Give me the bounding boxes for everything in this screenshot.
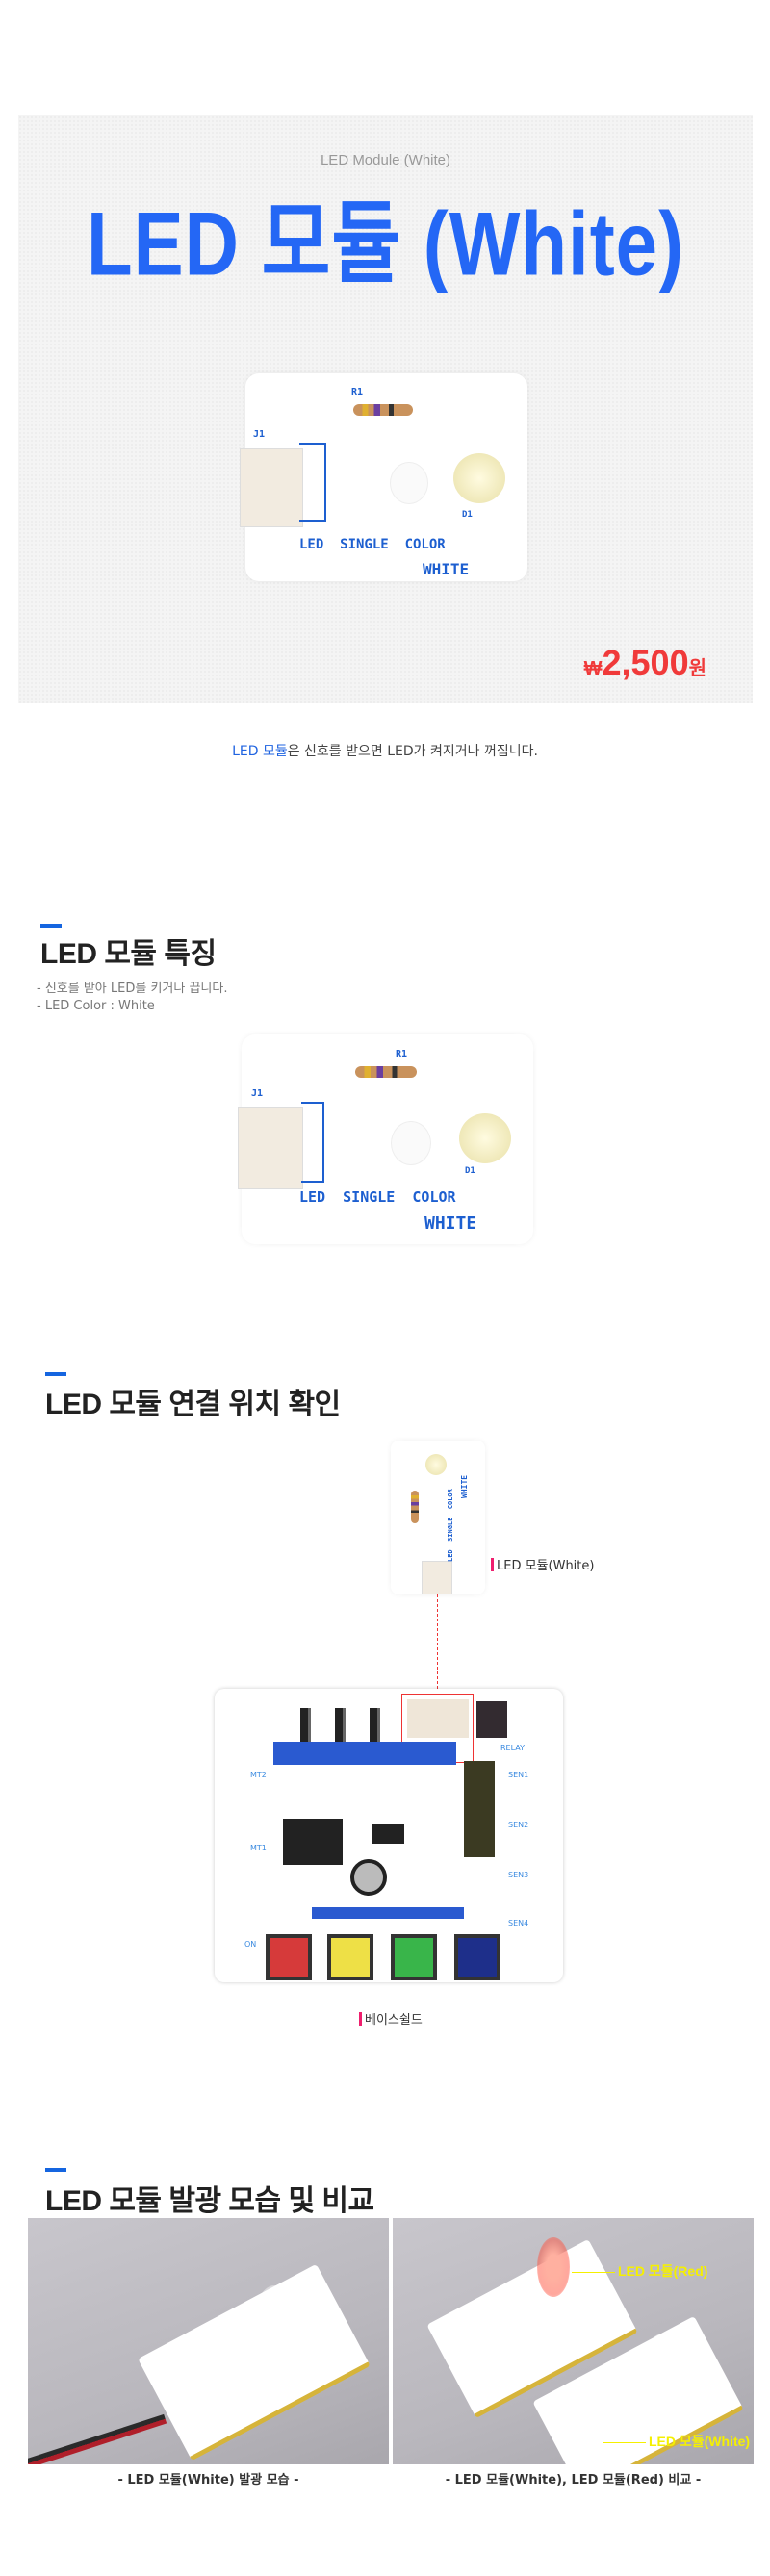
- caption-left: - LED 모듈(White) 발광 모습 -: [117, 2473, 299, 2487]
- mt1-label: MT1: [250, 1844, 267, 1852]
- section-accent-bar: [40, 924, 62, 928]
- cable: [28, 2413, 167, 2464]
- section-accent-bar: [45, 1372, 66, 1376]
- header-socket: [273, 1742, 456, 1765]
- module-board: [138, 2263, 371, 2461]
- mount-hole: [391, 1121, 431, 1165]
- relay-icon: [464, 1761, 495, 1857]
- section-accent-bar: [45, 2168, 66, 2172]
- yellow-button[interactable]: [327, 1934, 373, 1980]
- chip-icon: [372, 1824, 404, 1844]
- board-label-text: 베이스쉴드: [365, 2013, 423, 2028]
- white-led-glow: [255, 2285, 294, 2351]
- connector-icon: [422, 1561, 452, 1594]
- sen1-label: SEN1: [508, 1771, 529, 1779]
- tag-white: LED 모듈(White): [603, 2432, 750, 2451]
- base-shield-image: RELAY MT2 MT1 SEN1 SEN2 SEN3 SEN4 ON: [212, 1655, 566, 1986]
- pcb-text-line1: LED SINGLE COLOR: [299, 537, 446, 552]
- relay-label: RELAY: [500, 1744, 525, 1752]
- white-led-glow: [645, 2334, 680, 2395]
- led-comparison-photo: LED 모듈(Red) LED 모듈(White): [393, 2218, 754, 2464]
- resistor-icon: [355, 1066, 417, 1078]
- connection-line: [437, 1594, 438, 1694]
- d1-label: D1: [462, 510, 473, 520]
- feature-bullet: - 신호를 받아 LED를 키거나 끕니다.: [37, 982, 228, 996]
- r1-label: R1: [351, 387, 364, 397]
- description-text: 은 신호를 받으면 LED가 켜지거나 꺼집니다.: [287, 744, 538, 759]
- mt2-label: MT2: [250, 1771, 267, 1779]
- description-highlight: LED 모듈: [232, 744, 288, 759]
- resistor-icon: [353, 404, 413, 416]
- caption-right: - LED 모듈(White), LED 모듈(Red) 비교 -: [445, 2473, 702, 2487]
- pcb-text-line2: WHITE: [424, 1213, 477, 1234]
- relay-connector: [476, 1701, 507, 1738]
- buzzer-icon: [350, 1859, 387, 1896]
- hero-subtitle: LED Module (White): [320, 152, 451, 168]
- pcb-text-line1: LED SINGLE COLOR: [299, 1188, 456, 1206]
- on-label: ON: [244, 1940, 257, 1949]
- module-label: LED 모듈(White): [491, 1555, 594, 1573]
- resistor-icon: [411, 1491, 419, 1523]
- label-marker: [491, 1558, 494, 1571]
- section-title-features: LED 모듈 특징: [40, 938, 217, 970]
- hero-title: LED 모듈 (White): [86, 192, 685, 294]
- led-module-image: R1 J1 D1 LED SINGLE COLOR WHITE: [240, 373, 527, 581]
- connector-outline: [299, 443, 326, 522]
- led-module-image: R1 J1 D1 LED SINGLE COLOR WHITE: [238, 1034, 533, 1244]
- pcb-text-line1: LED SINGLE COLOR: [447, 1489, 454, 1562]
- pcb-text-line2: WHITE: [423, 560, 470, 578]
- sen3-label: SEN3: [508, 1871, 529, 1879]
- price-value: 2,500: [602, 643, 689, 682]
- price-currency: ₩: [583, 658, 603, 679]
- pin-headers: [300, 1708, 392, 1743]
- tag-red: LED 모듈(Red): [572, 2261, 707, 2281]
- sen2-label: SEN2: [508, 1821, 529, 1829]
- red-led-glow: [537, 2237, 570, 2297]
- sen4-label: SEN4: [508, 1919, 529, 1927]
- j1-label: J1: [251, 1088, 264, 1099]
- connector-icon: [240, 448, 303, 527]
- header-socket: [312, 1907, 464, 1919]
- red-button[interactable]: [266, 1934, 312, 1980]
- mount-hole: [390, 462, 428, 504]
- green-button[interactable]: [391, 1934, 437, 1980]
- chip-icon: [283, 1819, 343, 1865]
- connector-outline: [301, 1102, 324, 1183]
- r1-label: R1: [396, 1049, 408, 1059]
- led-module-rotated-image: LED SINGLE COLOR WHITE: [391, 1441, 485, 1594]
- hero-banner: LED Module (White) LED 모듈 (White) R1 J1 …: [18, 115, 753, 703]
- pcb-text-line2: WHITE: [460, 1474, 469, 1498]
- product-description: LED 모듈은 신호를 받으면 LED가 켜지거나 꺼집니다.: [0, 741, 770, 760]
- blue-button[interactable]: [454, 1934, 500, 1980]
- section-title-connection: LED 모듈 연결 위치 확인: [45, 1389, 341, 1420]
- price-unit: 원: [688, 658, 706, 679]
- connector-icon: [238, 1107, 303, 1189]
- d1-label: D1: [465, 1166, 475, 1176]
- label-marker: [359, 2012, 362, 2026]
- led-icon: [425, 1454, 447, 1475]
- board-label: 베이스쉴드: [359, 2009, 423, 2028]
- feature-bullet: - LED Color : White: [37, 999, 155, 1013]
- price: ₩2,500원: [584, 643, 706, 683]
- module-label-text: LED 모듈(White): [497, 1559, 595, 1573]
- board-connector: [407, 1699, 469, 1738]
- j1-label: J1: [253, 429, 266, 440]
- led-icon: [459, 1113, 511, 1163]
- led-icon: [453, 453, 505, 503]
- white-led-lit-photo: [28, 2218, 389, 2464]
- section-title-lighting: LED 모듈 발광 모습 및 비교: [45, 2185, 374, 2217]
